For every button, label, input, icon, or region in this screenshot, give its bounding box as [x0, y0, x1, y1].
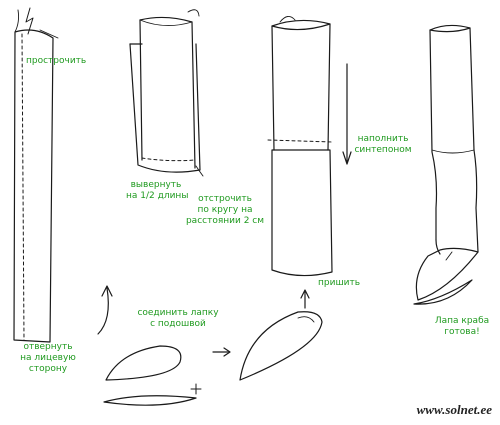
- turn-line2: на лицевую: [20, 353, 76, 363]
- step1-fabric-strip: [13, 7, 59, 343]
- fill-line1: наполнить: [357, 134, 409, 144]
- join-line1: соединить лапку: [137, 308, 219, 318]
- fill-line2: синтепоном: [354, 145, 412, 155]
- watermark: www.solnet.ee: [416, 402, 492, 417]
- turn-half-label: вывернуть на 1/2 длины: [126, 180, 189, 202]
- attach-arrow: [300, 289, 310, 309]
- fill-arrow: [342, 63, 352, 165]
- step4-sole: [103, 345, 202, 406]
- join-label: соединить лапку с подошвой: [132, 308, 224, 330]
- done-line1: Лапа краба: [434, 316, 490, 326]
- attach-label: пришить: [318, 278, 361, 288]
- stitch-around-label: отстрочить по кругу на расстоянии 2 см: [180, 194, 270, 227]
- step5-leg: [413, 24, 479, 305]
- step4-paw: [239, 311, 323, 381]
- turn-half-line1: вывернуть: [130, 180, 182, 190]
- done-line2: готова!: [444, 327, 480, 337]
- stitch-line3: расстоянии 2 см: [185, 216, 265, 226]
- join-line2: с подошвой: [150, 319, 206, 329]
- step3-tube: [267, 16, 334, 277]
- turn-right-side-label: отвернуть на лицевую сторону: [16, 342, 80, 375]
- stitch-line1: отстрочить: [198, 194, 252, 204]
- turn-line3: сторону: [28, 364, 68, 374]
- step2-tube: [129, 9, 201, 173]
- sew-label: прострочить: [26, 56, 87, 66]
- done-label: Лапа краба готова!: [432, 316, 492, 338]
- fill-label: наполнить синтепоном: [350, 134, 416, 156]
- turn-arrow: [97, 285, 113, 335]
- turn-half-line2: на 1/2 длины: [126, 191, 189, 201]
- step4-arrow: [212, 347, 231, 357]
- stitch-line2: по кругу на: [197, 205, 253, 215]
- turn-line1: отвернуть: [23, 342, 73, 352]
